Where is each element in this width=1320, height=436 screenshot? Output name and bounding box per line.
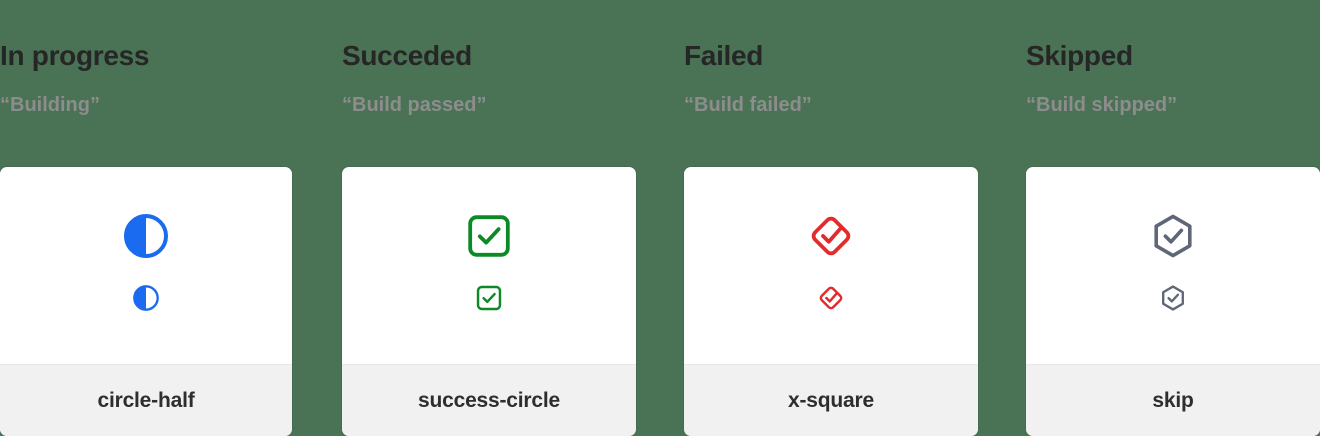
status-column-succeded: Succeded “Build passed” success-circle	[342, 0, 636, 436]
status-column-in-progress: In progress “Building” circle-half	[0, 0, 292, 436]
column-subtitle: “Build skipped”	[1026, 94, 1178, 116]
icon-card-skip[interactable]: skip	[1026, 167, 1320, 436]
circle-half-icon-small	[133, 285, 159, 311]
icon-name-label: x-square	[788, 388, 874, 412]
icon-card-circle-half[interactable]: circle-half	[0, 167, 292, 436]
icon-card-body	[342, 167, 636, 364]
column-subtitle: “Build failed”	[684, 94, 812, 116]
icon-card-x-square[interactable]: x-square	[684, 167, 978, 436]
skip-icon-small	[1162, 285, 1184, 311]
column-title: In progress	[0, 40, 150, 71]
success-circle-icon	[468, 215, 510, 257]
icon-card-footer: success-circle	[342, 364, 636, 436]
icon-name-label: skip	[1152, 388, 1194, 412]
status-column-skipped: Skipped “Build skipped” skip	[1026, 0, 1320, 436]
column-subtitle: “Build passed”	[342, 94, 487, 116]
icon-card-footer: skip	[1026, 364, 1320, 436]
icon-card-body	[1026, 167, 1320, 364]
icon-card-body	[684, 167, 978, 364]
skip-icon	[1154, 214, 1192, 258]
icon-card-footer: circle-half	[0, 364, 292, 436]
icon-card-footer: x-square	[684, 364, 978, 436]
icon-name-label: success-circle	[418, 388, 560, 412]
column-subtitle: “Building”	[0, 94, 100, 116]
success-circle-icon-small	[476, 285, 502, 311]
icon-name-label: circle-half	[97, 388, 195, 412]
icon-card-body	[0, 167, 292, 364]
column-title: Failed	[684, 40, 764, 71]
x-square-icon	[811, 216, 851, 256]
column-title: Skipped	[1026, 40, 1133, 71]
circle-half-icon	[124, 214, 168, 258]
icon-card-success-circle[interactable]: success-circle	[342, 167, 636, 436]
status-column-failed: Failed “Build failed” x-squ	[684, 0, 978, 436]
x-square-icon-small	[819, 286, 843, 310]
column-title: Succeded	[342, 40, 472, 71]
